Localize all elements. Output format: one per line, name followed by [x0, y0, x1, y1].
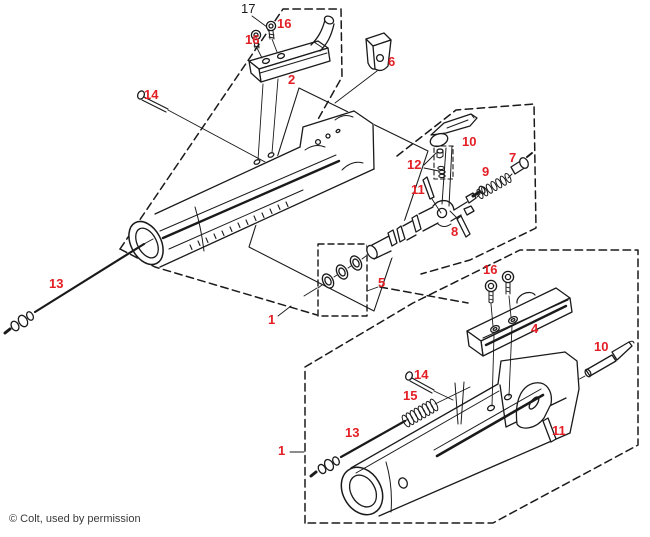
part-label-14-18: 14 — [414, 367, 429, 382]
part-label-2-3: 2 — [288, 72, 296, 87]
part-label-6-4: 6 — [388, 54, 396, 69]
part-11-retaining-pin — [423, 177, 441, 213]
part-10-extractor — [428, 114, 477, 206]
part-label-1-22: 1 — [278, 443, 286, 458]
part-label-10-17: 10 — [594, 339, 609, 354]
part-5-gas-rings — [304, 254, 366, 296]
part-10-pin-bottom — [584, 341, 634, 378]
part-label-7-12: 7 — [509, 150, 517, 165]
part-6 — [366, 33, 391, 70]
part-8-extractor-pin — [450, 211, 470, 237]
part-label-11-10: 11 — [411, 182, 425, 197]
part-4-carrier-key-bottom — [467, 288, 572, 356]
part-12-spring-and-insert — [434, 146, 453, 179]
part-label-13-6: 13 — [49, 276, 64, 291]
part-label-17-0: 17 — [241, 1, 256, 16]
part-14-cotter-pin-bottom — [405, 371, 434, 393]
part-label-10-8: 10 — [462, 134, 477, 149]
part-bolt-assembly — [366, 185, 488, 264]
part-label-8-13: 8 — [451, 224, 459, 239]
part-bolt-carrier-top — [122, 110, 375, 268]
dashed-outline-bolt-group — [397, 104, 536, 274]
part-label-16-15: 16 — [483, 262, 498, 277]
dashed-outline-rings-box — [318, 244, 367, 316]
part-label-15-19: 15 — [403, 388, 418, 403]
part-label-4-16: 4 — [531, 321, 539, 336]
part-label-1-7: 1 — [268, 312, 276, 327]
part-label-11-21: 11 — [552, 423, 566, 438]
carrier-serrations — [190, 202, 288, 250]
copyright-notice: © Colt, used by permission — [9, 513, 141, 525]
part-2-carrier-key — [249, 15, 335, 82]
part-label-5-14: 5 — [378, 275, 386, 290]
part-9-ejector-spring — [476, 173, 513, 200]
part-13-firing-pin-bottom — [311, 419, 408, 476]
part-16-key-screws-bottom — [485, 271, 513, 406]
part-13-firing-pin-top — [5, 239, 153, 333]
part-label-12-9: 12 — [407, 157, 422, 172]
part-16-key-screws-top — [251, 21, 278, 160]
part-7-ejector — [511, 153, 532, 174]
part-label-16-2: 16 — [277, 16, 292, 31]
part-label-9-11: 9 — [482, 164, 490, 179]
dashed-outline-bottom-group — [305, 250, 638, 523]
part-bolt-carrier-bottom — [333, 350, 580, 518]
part-14-cotter-pin-top — [136, 90, 168, 112]
part-label-14-5: 14 — [144, 87, 159, 102]
part-label-13-20: 13 — [345, 425, 360, 440]
part-11-pin-bottom — [543, 418, 556, 442]
part-label-16-1: 16 — [245, 32, 260, 47]
